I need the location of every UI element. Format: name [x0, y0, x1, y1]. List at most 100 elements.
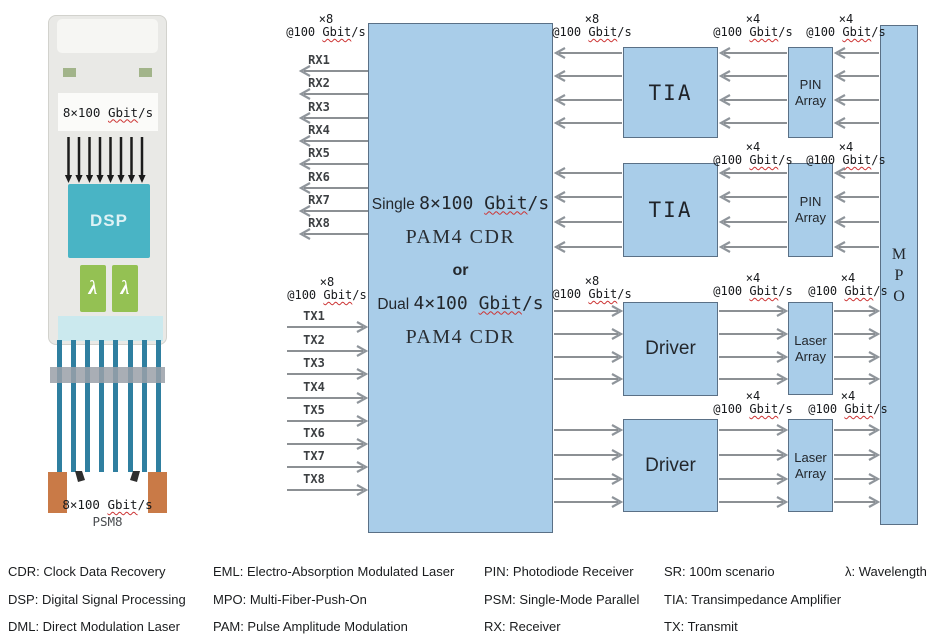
module-rate-unit: Gbit [107, 104, 139, 120]
legend-item: DSP: Digital Signal Processing [8, 591, 186, 607]
module-rate-label: 8×100 Gbit/s [58, 93, 158, 131]
lane-rate: @100 Gbit/s [544, 26, 640, 39]
cdr-or-label: or [452, 261, 469, 279]
rate-at: @100 [808, 402, 845, 416]
cdr-rate-suffix: /s [527, 192, 550, 214]
rate-at: @100 [713, 153, 750, 167]
lane-rate: @100 Gbit/s [705, 403, 801, 416]
lane-count-label-rx: ×8@100 Gbit/s [278, 13, 374, 39]
array-label: Array [794, 92, 827, 108]
connector-block [48, 472, 67, 513]
tx8-label: TX8 [303, 472, 325, 486]
rate-at: @100 [713, 25, 750, 39]
module-bottom-rate-label: 8×100 Gbit/s [40, 497, 175, 512]
rate-suffix: /s [778, 153, 793, 167]
lambda-laser-block: λ [112, 265, 138, 312]
lane-count: ×4 [745, 12, 761, 26]
fiber-stripe [128, 340, 133, 472]
lane-count: ×8 [584, 12, 600, 26]
module-pad [139, 68, 152, 77]
array-label: Array [794, 348, 827, 364]
tx3-label: TX3 [303, 356, 325, 370]
tia-label: TIA [648, 198, 693, 222]
tx2-label: TX2 [303, 333, 325, 347]
fiber-stripe [85, 340, 90, 472]
lane-count-label-tia1-pin: ×4@100 Gbit/s [705, 13, 801, 39]
array-label: Array [794, 465, 827, 481]
rx6-label: RX6 [308, 170, 330, 184]
pin-label: PIN [799, 194, 822, 209]
rx3-label: RX3 [308, 100, 330, 114]
rate-unit: Gbit [588, 25, 618, 39]
rate-suffix: /s [871, 25, 886, 39]
rate-at: @100 [806, 25, 843, 39]
rate-at: @100 [713, 402, 750, 416]
rate-unit: Gbit [323, 288, 353, 302]
rx4-label: RX4 [308, 123, 330, 137]
mpo-connector-block: M P O [880, 25, 918, 525]
lane-count-label-laser2-mpo: ×4@100 Gbit/s [800, 390, 896, 416]
rate-at: @100 [808, 284, 845, 298]
rate-suffix: /s [617, 25, 632, 39]
driver-label: Driver [645, 454, 696, 476]
legend-column-5: λ: Wavelength [845, 565, 927, 593]
cdr-mode-dual: Dual [377, 295, 414, 313]
tia-label: TIA [648, 80, 693, 105]
lane-rate: @100 Gbit/s [544, 288, 640, 301]
cdr-rate-value: 8×100 [419, 192, 485, 214]
connector-block [148, 472, 167, 513]
tx1-label: TX1 [303, 309, 325, 323]
fiber-stripe [142, 340, 147, 472]
rate-unit: Gbit [749, 153, 779, 167]
module-rate-suffix: /s [137, 497, 153, 512]
rate-unit: Gbit [842, 25, 872, 39]
mpo-letter: O [893, 287, 905, 305]
lane-count: ×4 [840, 389, 856, 403]
lane-count: ×8 [319, 275, 335, 289]
lane-count-label-tx: ×8@100 Gbit/s [279, 276, 375, 302]
fiber-stripe [99, 340, 104, 472]
lambda-laser-block: λ [80, 265, 106, 312]
rate-suffix: /s [778, 402, 793, 416]
lane-rate: @100 Gbit/s [705, 154, 801, 167]
rx5-label: RX5 [308, 146, 330, 160]
lane-rate: @100 Gbit/s [798, 26, 894, 39]
mpo-letter: P [894, 266, 904, 284]
lane-count-label-drv2-laser: ×4@100 Gbit/s [705, 390, 801, 416]
legend-column-4: SR: 100m scenario TIA: Transimpedance Am… [664, 565, 841, 642]
rate-at: @100 [806, 153, 843, 167]
tx7-label: TX7 [303, 449, 325, 463]
pam4-cdr-block: Single 8×100 Gbit/s PAM4 CDR or Dual 4×1… [368, 23, 553, 533]
module-gray-band [50, 367, 165, 383]
module-rate-value: 8×100 [62, 497, 108, 512]
lane-count: ×4 [745, 140, 761, 154]
rate-suffix: /s [778, 284, 793, 298]
legend-column-2: EML: Electro-Absorption Modulated Laser … [213, 565, 454, 642]
legend-item: PSM: Single-Mode Parallel [484, 591, 640, 607]
cdr-rate-single: 8×100 Gbit/s [419, 193, 549, 214]
rate-at: @100 [286, 25, 323, 39]
fiber-stripe [113, 340, 118, 472]
cdr-block-text: Single 8×100 Gbit/s PAM4 CDR or Dual 4×1… [372, 187, 549, 370]
cdr-rate-value: 4×100 [413, 292, 479, 314]
lane-count: ×8 [318, 12, 334, 26]
rate-unit: Gbit [844, 284, 874, 298]
module-rate-value: 8×100 [62, 104, 108, 120]
rate-at: @100 [713, 284, 750, 298]
module-cyan-band [58, 316, 163, 341]
tx6-label: TX6 [303, 426, 325, 440]
module-body: 8×100 Gbit/s DSP λ λ [48, 15, 167, 345]
module-pad [63, 68, 76, 77]
lane-count: ×8 [584, 274, 600, 288]
rate-at: @100 [552, 25, 589, 39]
cdr-rate-unit: Gbit [484, 192, 528, 214]
legend-item: RX: Receiver [484, 619, 561, 634]
psm8-label: PSM8 [92, 514, 123, 529]
rate-suffix: /s [871, 153, 886, 167]
rate-at: @100 [552, 287, 589, 301]
rate-suffix: /s [873, 402, 888, 416]
module-top-cap [57, 19, 158, 53]
